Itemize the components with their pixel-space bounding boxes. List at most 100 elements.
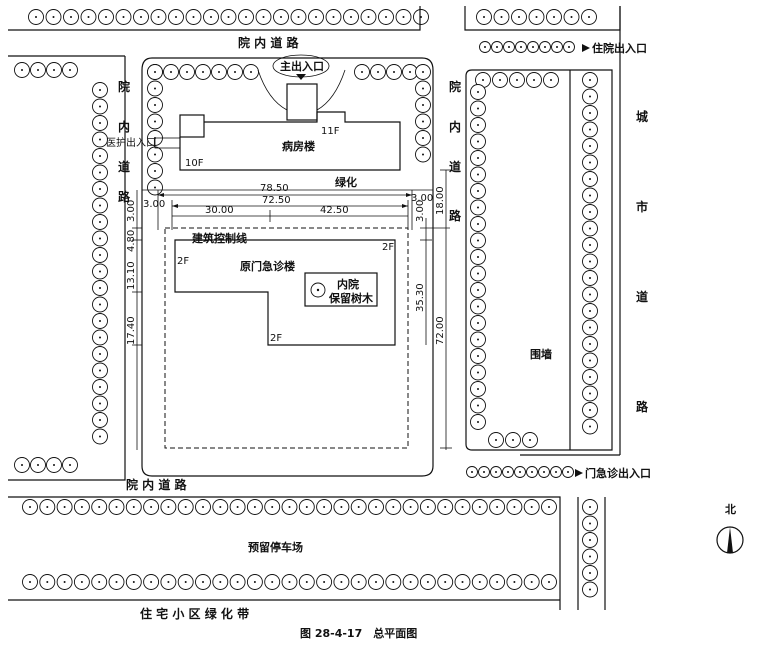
dim-17-40: 17.40 — [126, 316, 137, 345]
tree-center — [589, 260, 591, 263]
control-line-label: 建筑控制线 — [192, 231, 247, 245]
tree-center — [589, 359, 591, 362]
city-road-2: 市 — [636, 199, 648, 214]
tree-center — [570, 16, 573, 18]
green-belt-label: 住 宅 小 区 绿 化 带 — [140, 606, 249, 621]
tree-center — [495, 439, 497, 441]
tree-center — [99, 402, 101, 405]
tree-center — [323, 581, 326, 583]
dim-13-10: 13.10 — [126, 261, 137, 290]
tree-center — [477, 256, 479, 258]
tree-center — [70, 16, 72, 18]
tree-center — [589, 161, 591, 164]
tree-center — [477, 124, 479, 126]
tree-center — [477, 371, 479, 374]
tree-center — [530, 506, 533, 508]
tree-center — [589, 211, 591, 213]
tree-center — [477, 421, 479, 423]
city-road-1: 城 — [636, 109, 648, 124]
tree-center — [589, 227, 591, 230]
tree-center — [99, 386, 101, 388]
dim-3-00-vright: 3.00 — [415, 200, 426, 222]
tree-center — [154, 170, 156, 172]
ward-11f-label: 11F — [321, 126, 340, 137]
tree-center — [340, 581, 343, 583]
emergency-entrance-label: 门急诊出入口 — [585, 466, 651, 480]
tree-center — [589, 539, 591, 541]
tree-center — [477, 388, 479, 390]
tree-center — [63, 506, 66, 508]
tree-center — [332, 16, 335, 18]
tree-center — [422, 120, 424, 123]
tree-center — [35, 16, 37, 18]
tree-center — [589, 522, 591, 525]
tree-center — [361, 71, 363, 73]
tree-center — [393, 71, 395, 73]
tree-center — [499, 79, 501, 81]
tree-center — [99, 171, 101, 174]
tree-center — [227, 16, 230, 18]
tree-center — [357, 581, 360, 583]
city-road-4: 路 — [636, 399, 649, 414]
floors-2f-a: 2F — [177, 256, 189, 267]
tree-center — [154, 87, 156, 90]
tree-center — [253, 581, 256, 583]
tree-center — [175, 16, 177, 18]
tree-center — [392, 506, 395, 508]
tree-center — [236, 506, 239, 508]
tree-center — [513, 581, 516, 583]
tree-center — [477, 289, 479, 291]
road-right-2: 内 — [449, 119, 461, 134]
dim-3-00-right: 3.00 — [411, 193, 433, 204]
tree-center — [477, 322, 479, 324]
tree-center — [589, 326, 591, 329]
tree-center — [588, 16, 590, 18]
city-road-3: 道 — [636, 289, 648, 304]
tree-center — [262, 16, 265, 18]
tree-center — [422, 137, 424, 139]
wall-label: 围墙 — [530, 347, 552, 361]
tree-center — [519, 471, 521, 473]
tree-center — [477, 140, 479, 143]
dim-30-00: 30.00 — [205, 205, 234, 216]
tree-center — [402, 16, 405, 18]
old-outpatient-building — [174, 239, 396, 346]
tree-center — [184, 581, 187, 583]
tree-center — [63, 581, 66, 583]
tree-center — [122, 16, 125, 18]
tree-center — [409, 71, 411, 73]
tree-center — [512, 439, 514, 441]
tree-center — [87, 16, 90, 18]
tree-center — [513, 506, 516, 508]
tree-center — [495, 471, 497, 473]
tree-center — [444, 581, 447, 583]
tree-center — [550, 79, 552, 81]
floors-2f-b: 2F — [382, 242, 394, 253]
road-left-4: 路 — [118, 189, 131, 204]
road-left-3: 道 — [118, 159, 130, 174]
road-right-4: 路 — [449, 208, 462, 223]
tree-center — [315, 16, 317, 18]
east-block — [465, 69, 613, 451]
tree-center — [375, 506, 377, 508]
tree-center — [202, 506, 204, 508]
tree-center — [589, 277, 591, 279]
tree-center — [99, 369, 101, 372]
tree-center — [69, 464, 71, 466]
tree-center — [202, 71, 204, 73]
tree-center — [477, 272, 479, 275]
tree-center — [477, 239, 479, 242]
tree-center — [157, 16, 160, 18]
north-label: 北 — [725, 502, 736, 516]
tree-center — [99, 336, 101, 339]
tree-center — [532, 46, 534, 48]
tree-center — [444, 506, 447, 508]
tree-center — [297, 16, 300, 18]
tree-center — [426, 581, 429, 583]
road-left-1: 院 — [118, 79, 130, 94]
courtyard — [304, 272, 378, 307]
dim-4-80: 4.80 — [126, 230, 137, 252]
tree-center — [589, 244, 591, 246]
tree-center — [99, 204, 101, 207]
tree-center — [305, 581, 308, 583]
